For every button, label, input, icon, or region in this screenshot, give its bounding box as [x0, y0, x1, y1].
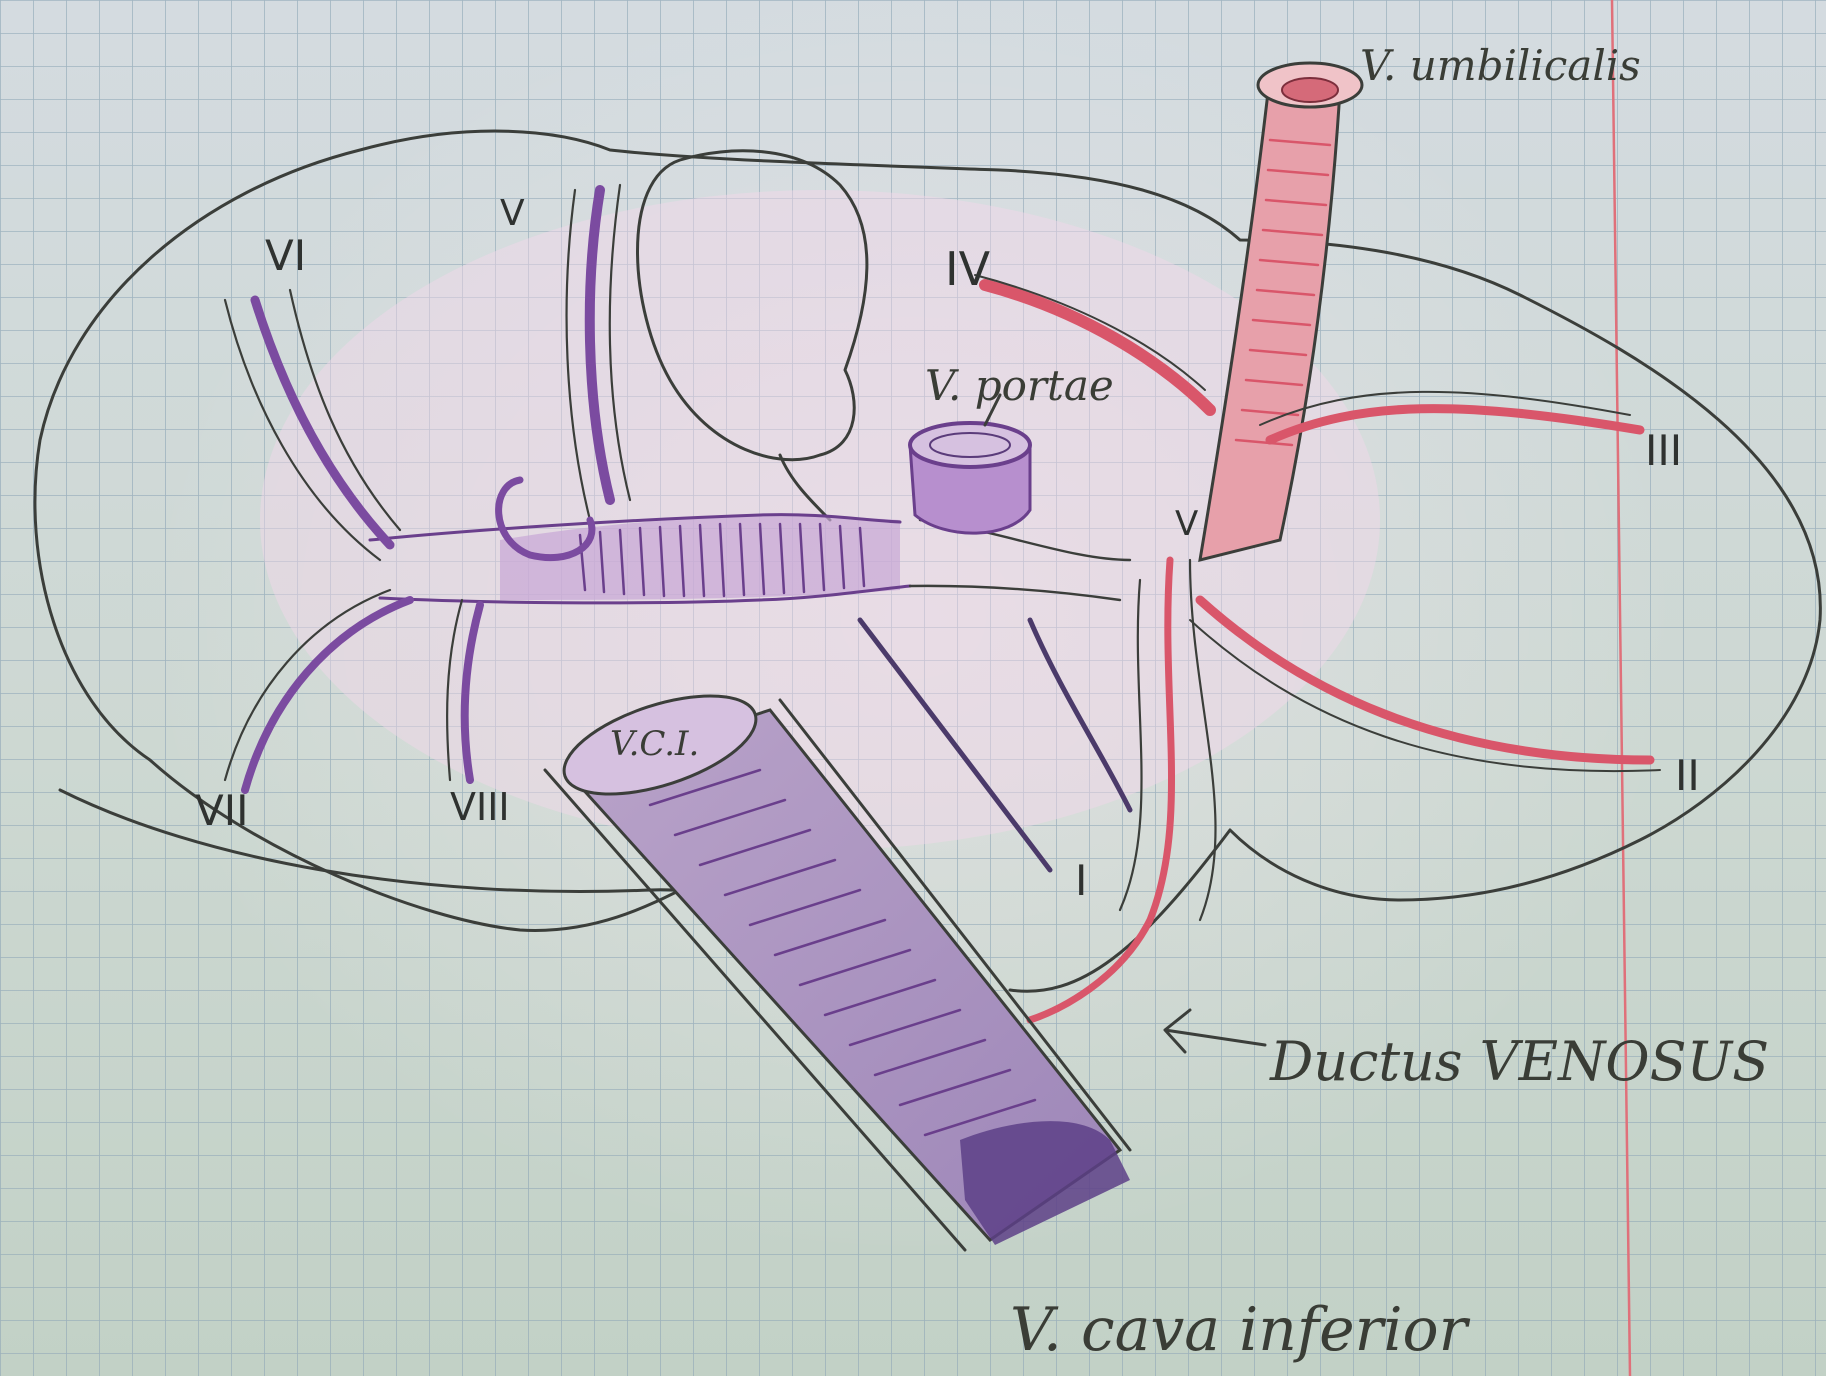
label-vci-abbrev: V.C.I. — [610, 724, 699, 764]
label-seg-I: I — [1075, 856, 1087, 905]
label-ductus-venosus: Ductus VENOSUS — [1269, 1030, 1769, 1093]
portal-vein-stub — [910, 423, 1030, 533]
label-umbilicalis: V. umbilicalis — [1360, 41, 1641, 90]
label-seg-VI: VI — [265, 231, 306, 280]
label-seg-VII: VII — [195, 786, 249, 835]
label-seg-VIII: VIII — [450, 785, 510, 829]
label-seg-III: III — [1645, 426, 1682, 475]
label-seg-V-small: V — [1175, 504, 1198, 544]
label-seg-II: II — [1675, 751, 1700, 800]
label-seg-IV: IV — [945, 242, 991, 296]
label-cava-inferior: V. cava inferior — [1010, 1295, 1471, 1365]
label-seg-V: V — [500, 193, 525, 234]
label-portae: V. portae — [925, 361, 1114, 410]
